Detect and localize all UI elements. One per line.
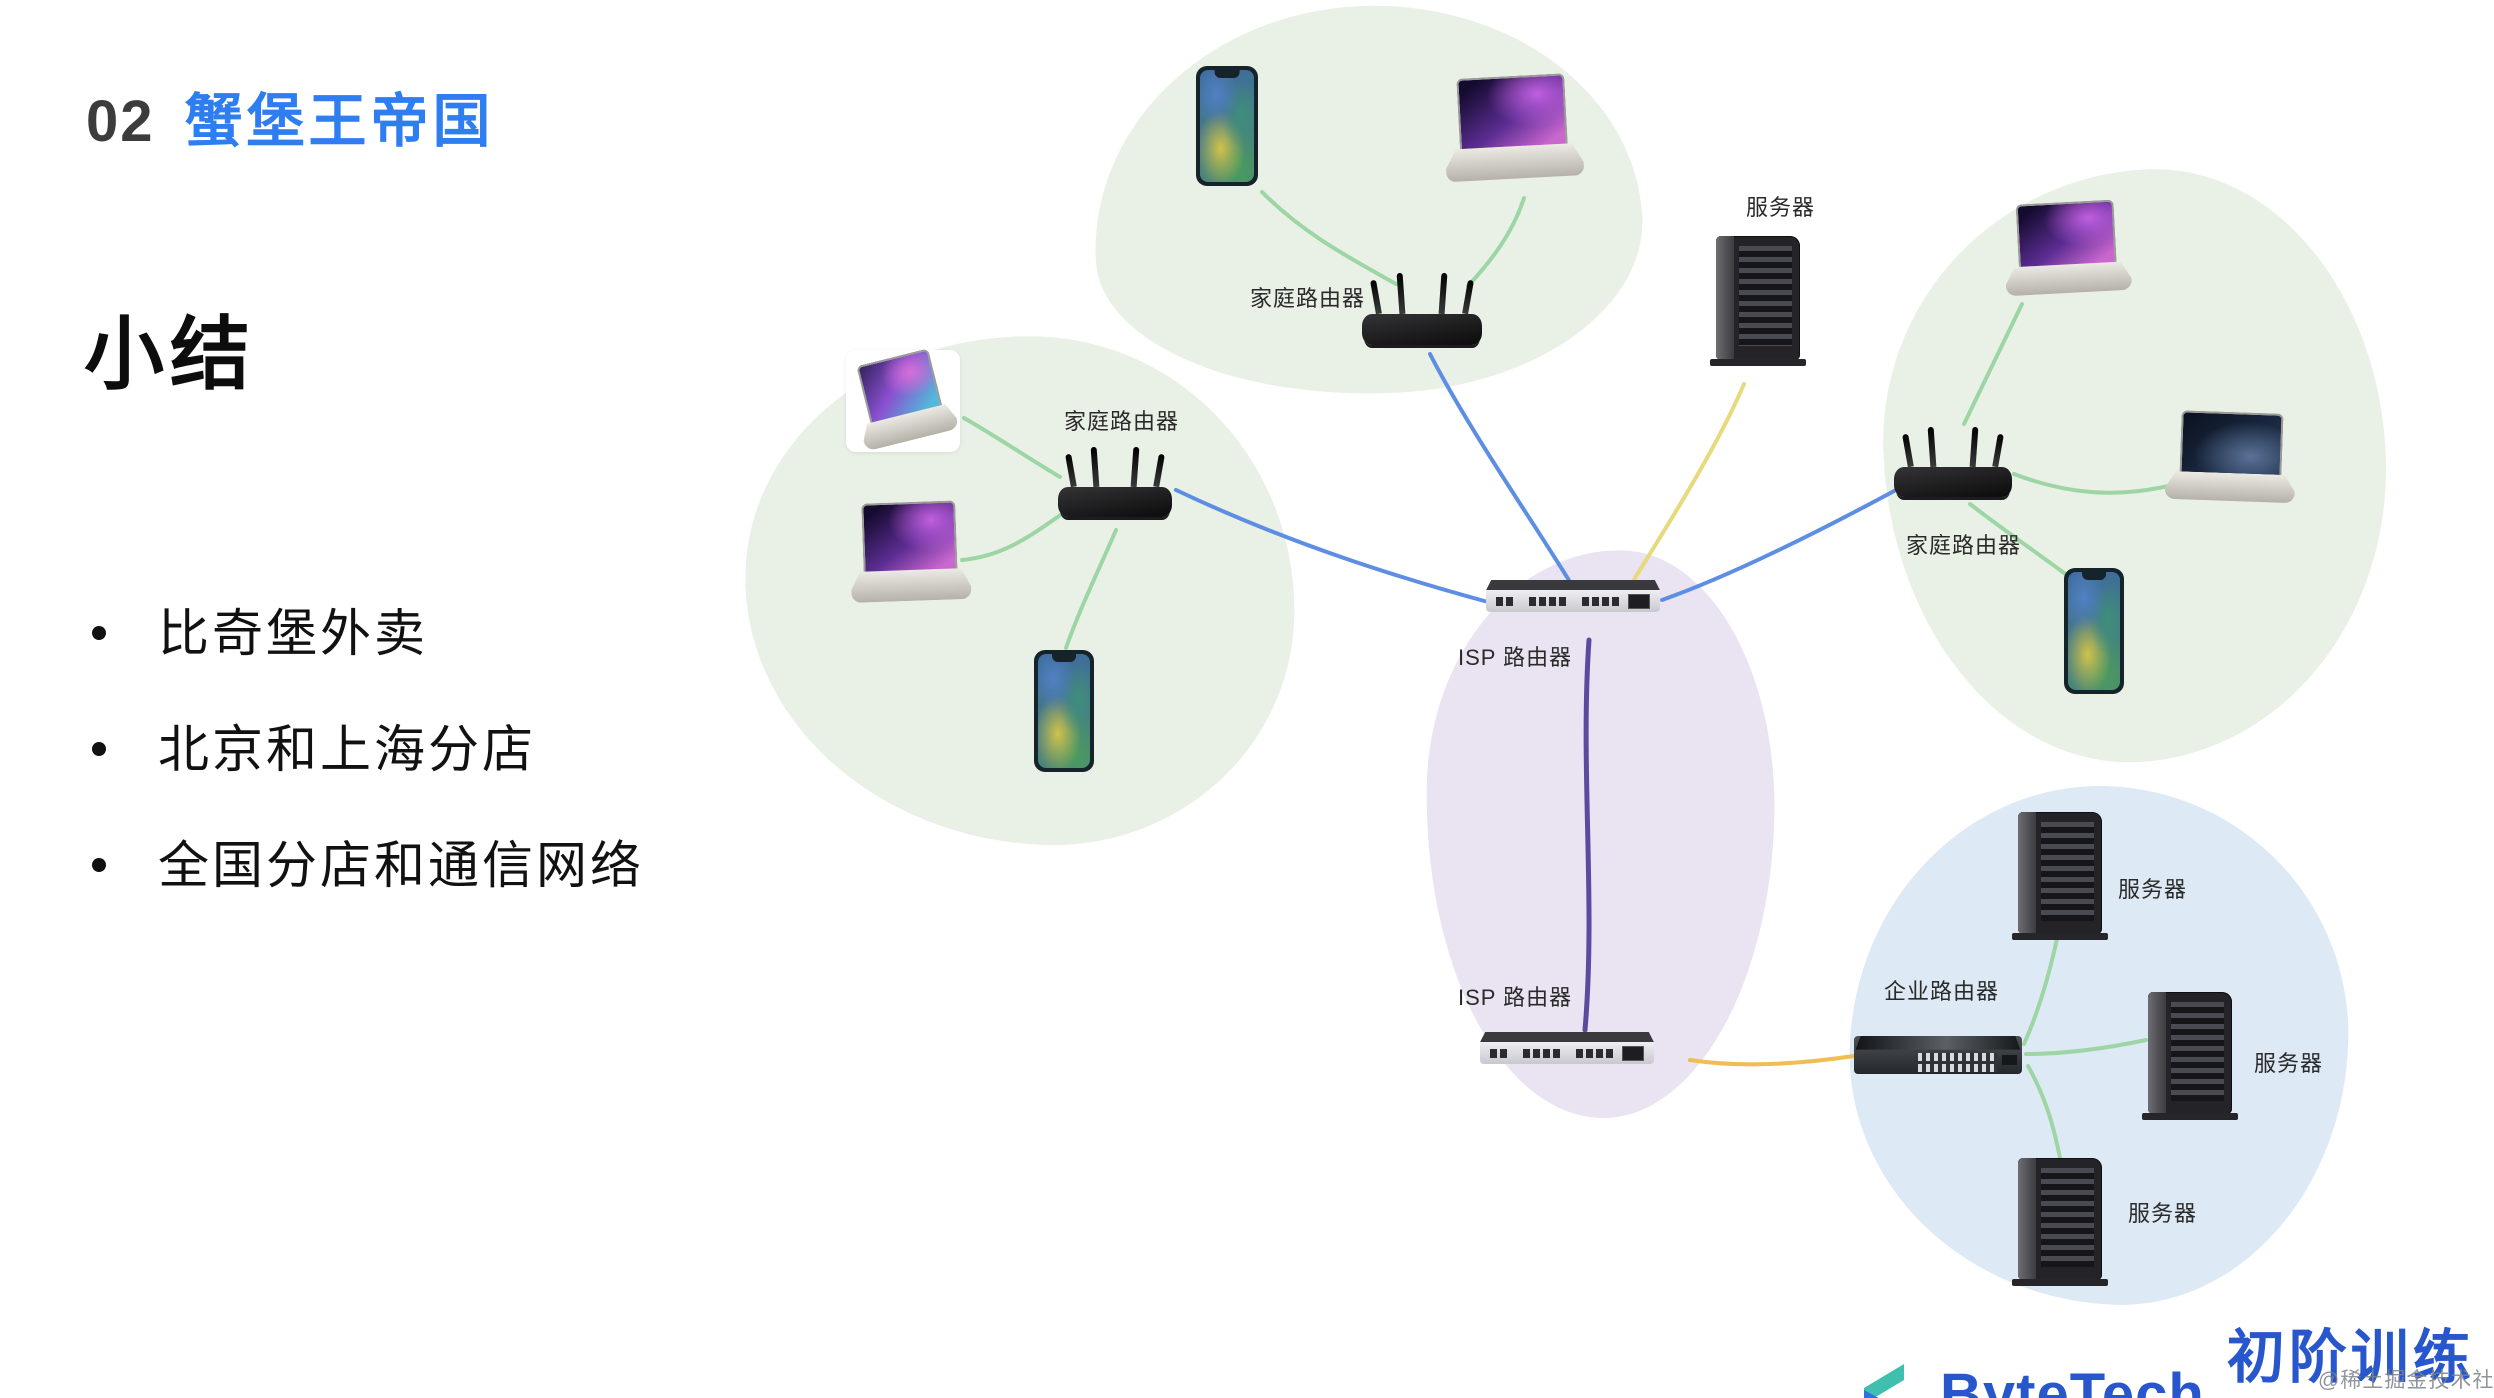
smartphone-icon xyxy=(1034,650,1094,772)
server-label: 服务器 xyxy=(2254,1051,2324,1076)
home-router-label: 家庭路由器 xyxy=(1064,409,1180,434)
smartphone-screen xyxy=(1200,70,1254,182)
laptop-deck xyxy=(851,568,972,603)
laptop-photo-card xyxy=(846,348,960,452)
smartphone-screen xyxy=(1038,654,1090,768)
laptop-screen xyxy=(861,500,958,573)
laptop-icon xyxy=(2002,199,2133,301)
server-label: 服务器 xyxy=(2118,877,2188,902)
smartphone-notch xyxy=(1214,70,1240,78)
enterprise-router-label: 企业路由器 xyxy=(1884,979,2000,1004)
home-network-cloud-left xyxy=(736,326,1304,854)
isp-router-label: ISP 路由器 xyxy=(1458,985,1573,1010)
home-router-label: 家庭路由器 xyxy=(1250,286,1366,311)
laptop-screen xyxy=(2015,199,2117,268)
home-router-body xyxy=(1894,467,2012,498)
brand-name: ByteTech xyxy=(1940,1361,2205,1398)
bullet-list: 比奇堡外卖 北京和上海分店 全国分店和通信网络 xyxy=(92,600,644,948)
smartphone-icon xyxy=(1196,66,1258,186)
enterprise-switch-icon xyxy=(1854,1036,2022,1074)
bullet-dot xyxy=(92,742,106,756)
section-title: 蟹堡王帝国 xyxy=(184,89,495,154)
isp-router-icon xyxy=(1486,580,1660,614)
home-router-icon xyxy=(1058,446,1172,522)
section-number: 02 xyxy=(86,89,155,154)
laptop-screen xyxy=(1456,73,1568,151)
bullet-text: 比奇堡外卖 xyxy=(158,605,429,662)
smartphone-icon xyxy=(2064,568,2124,694)
server-icon xyxy=(2142,992,2238,1120)
home-router-icon xyxy=(1894,426,2012,502)
server-label: 服务器 xyxy=(1746,195,1816,220)
home-router-body xyxy=(1058,487,1172,518)
bullet-text: 全国分店和通信网络 xyxy=(158,837,645,894)
isp-router-label: ISP 路由器 xyxy=(1458,645,1573,670)
server-label: 服务器 xyxy=(2128,1201,2198,1226)
watermark: @稀土掘金技术社区 xyxy=(2318,1369,2494,1392)
smartphone-notch xyxy=(2082,572,2106,580)
server-icon xyxy=(2012,1158,2108,1286)
laptop-deck xyxy=(2165,471,2296,504)
wire-top-router-to-isp xyxy=(1428,352,1572,584)
bullet-dot xyxy=(92,858,106,872)
laptop-icon xyxy=(848,500,972,608)
list-item: 比奇堡外卖 xyxy=(92,600,644,716)
smartphone-notch xyxy=(1052,654,1076,662)
home-router-icon xyxy=(1362,272,1482,350)
wire-isp-to-enterprise-router xyxy=(1688,1054,1856,1067)
list-item: 北京和上海分店 xyxy=(92,716,644,832)
home-router-label: 家庭路由器 xyxy=(1906,533,2022,558)
server-icon xyxy=(2012,812,2108,940)
laptop-icon xyxy=(1441,72,1584,187)
bytetech-logo-icon xyxy=(1864,1364,1904,1398)
laptop-icon xyxy=(2164,410,2297,508)
bullet-dot xyxy=(92,626,106,640)
section-title-row: 02 蟹堡王帝国 xyxy=(86,74,495,158)
laptop-icon xyxy=(846,346,961,456)
smartphone-screen xyxy=(2068,572,2120,690)
list-item: 全国分店和通信网络 xyxy=(92,832,644,948)
page-title: 小结 xyxy=(84,310,256,399)
program-name: 初阶训练营 xyxy=(2226,1325,2475,1390)
laptop-screen xyxy=(2179,410,2284,476)
brand-footer: ByteTech 初阶训练营 xyxy=(1856,1310,2494,1398)
bullet-text: 北京和上海分店 xyxy=(158,721,537,778)
isp-router-icon xyxy=(1480,1032,1654,1066)
server-icon xyxy=(1710,236,1806,366)
home-router-body xyxy=(1362,314,1482,346)
